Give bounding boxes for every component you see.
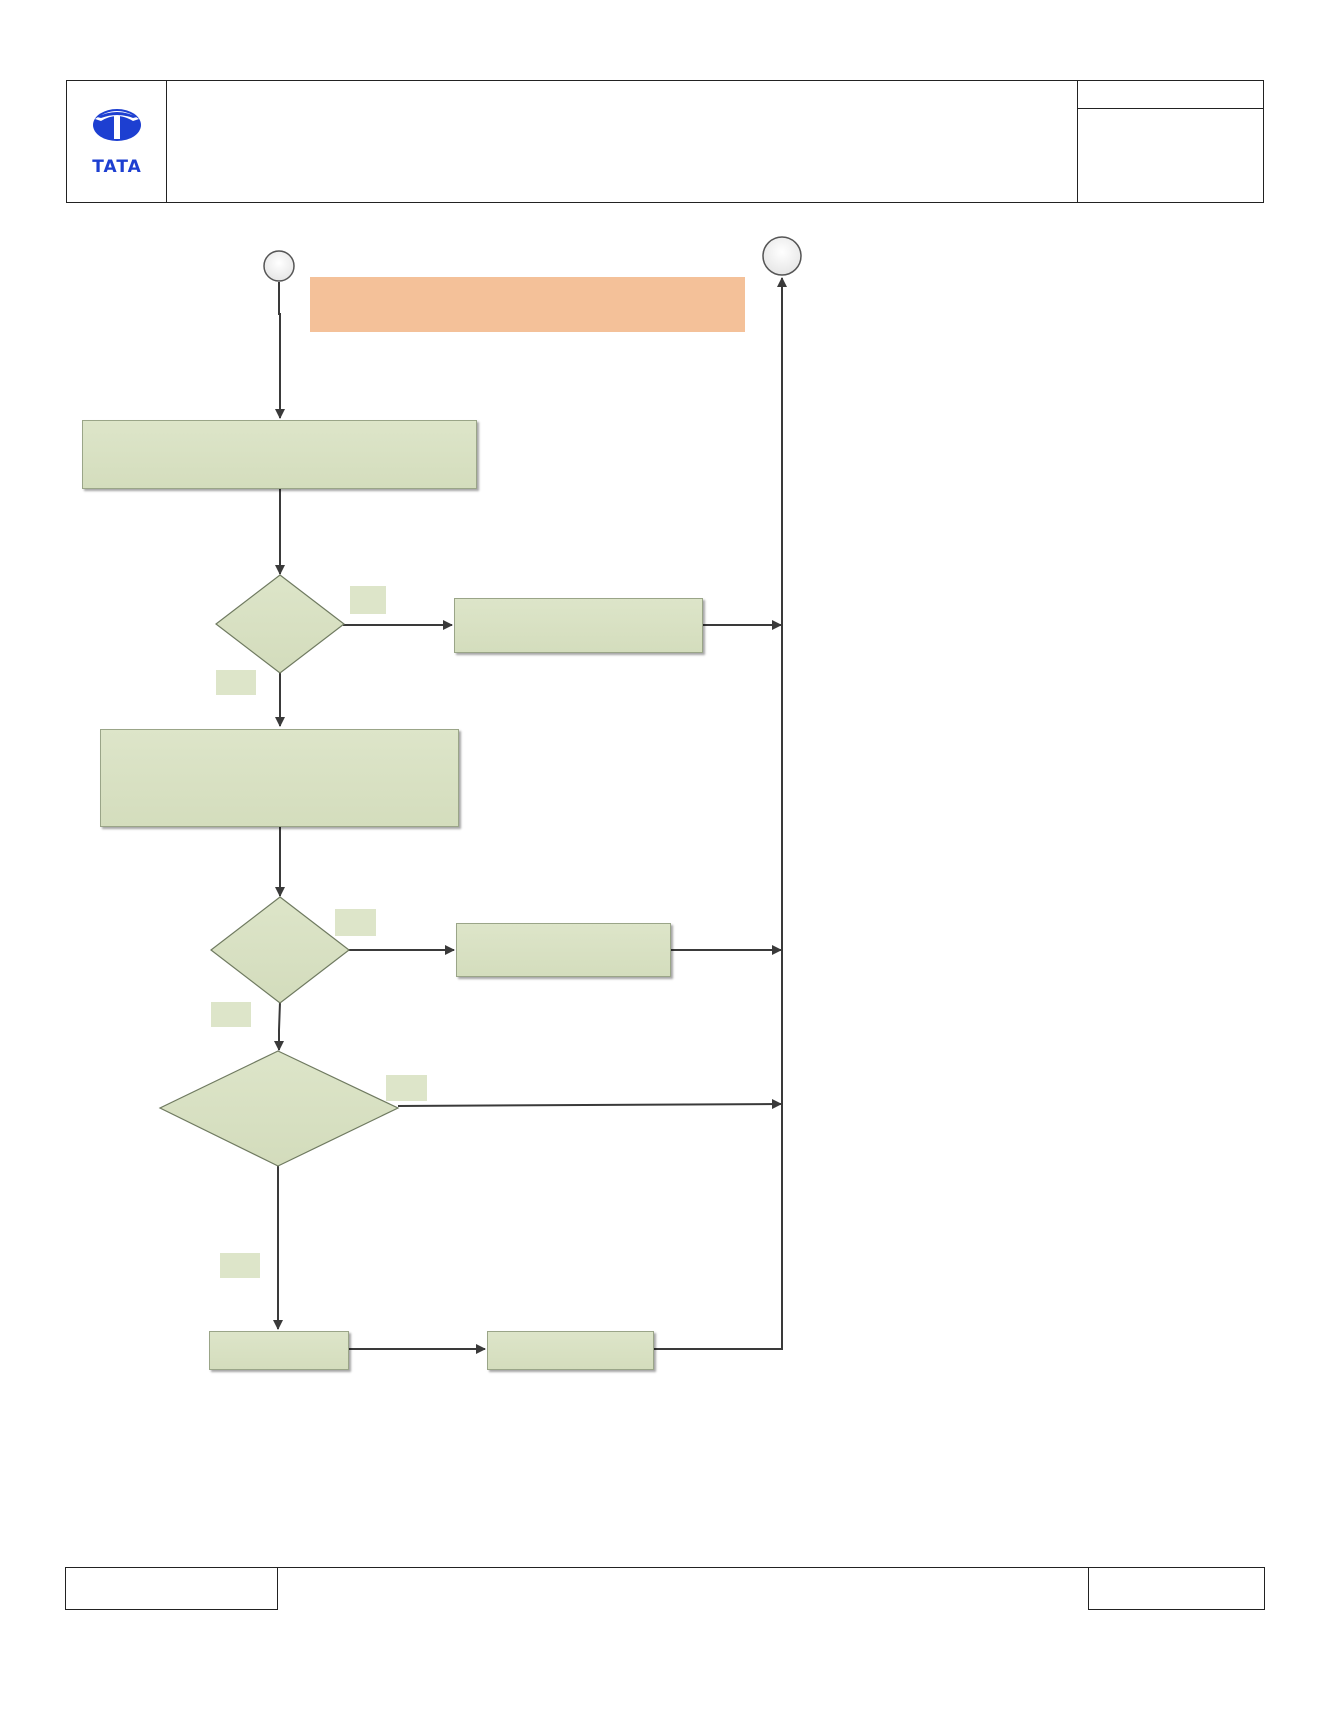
edge-step4-end xyxy=(654,277,787,1350)
footer-left-cell xyxy=(65,1567,278,1610)
decision-d1-text xyxy=(236,610,324,638)
header-title-cell xyxy=(166,80,1079,203)
branch-label-d1-right xyxy=(350,586,386,614)
branch-label-d3-down xyxy=(220,1253,260,1278)
decision-d3-text xyxy=(190,1094,368,1122)
branch-label-d2-right xyxy=(335,909,376,936)
edge-d3-main xyxy=(397,1099,782,1110)
footer-center-cell xyxy=(276,1567,1090,1610)
header-logo-cell: TATA xyxy=(66,80,168,203)
process-step4 xyxy=(487,1331,654,1370)
decision-d2 xyxy=(210,896,350,1004)
note-banner xyxy=(310,277,745,332)
end-connector xyxy=(762,236,802,276)
branch-label-d2-down xyxy=(211,1002,251,1027)
process-outcome-a xyxy=(454,598,703,653)
process-step1 xyxy=(82,420,477,489)
logo-text: TATA xyxy=(92,157,142,177)
edge-start-step1 xyxy=(275,282,285,419)
decision-d3 xyxy=(158,1050,400,1167)
branch-label-d3-right xyxy=(386,1075,427,1101)
process-step2 xyxy=(100,729,459,827)
header-doc-meta-cell xyxy=(1077,108,1264,203)
decision-d1 xyxy=(215,574,345,674)
tata-logo-icon: TATA xyxy=(67,81,167,202)
decision-d2-text xyxy=(231,936,329,964)
start-connector xyxy=(263,250,295,282)
edge-d2-d3 xyxy=(274,1001,284,1051)
branch-label-d1-down xyxy=(216,670,256,695)
process-outcome-b xyxy=(456,923,671,977)
footer-right-cell xyxy=(1088,1567,1265,1610)
process-step3 xyxy=(209,1331,349,1370)
